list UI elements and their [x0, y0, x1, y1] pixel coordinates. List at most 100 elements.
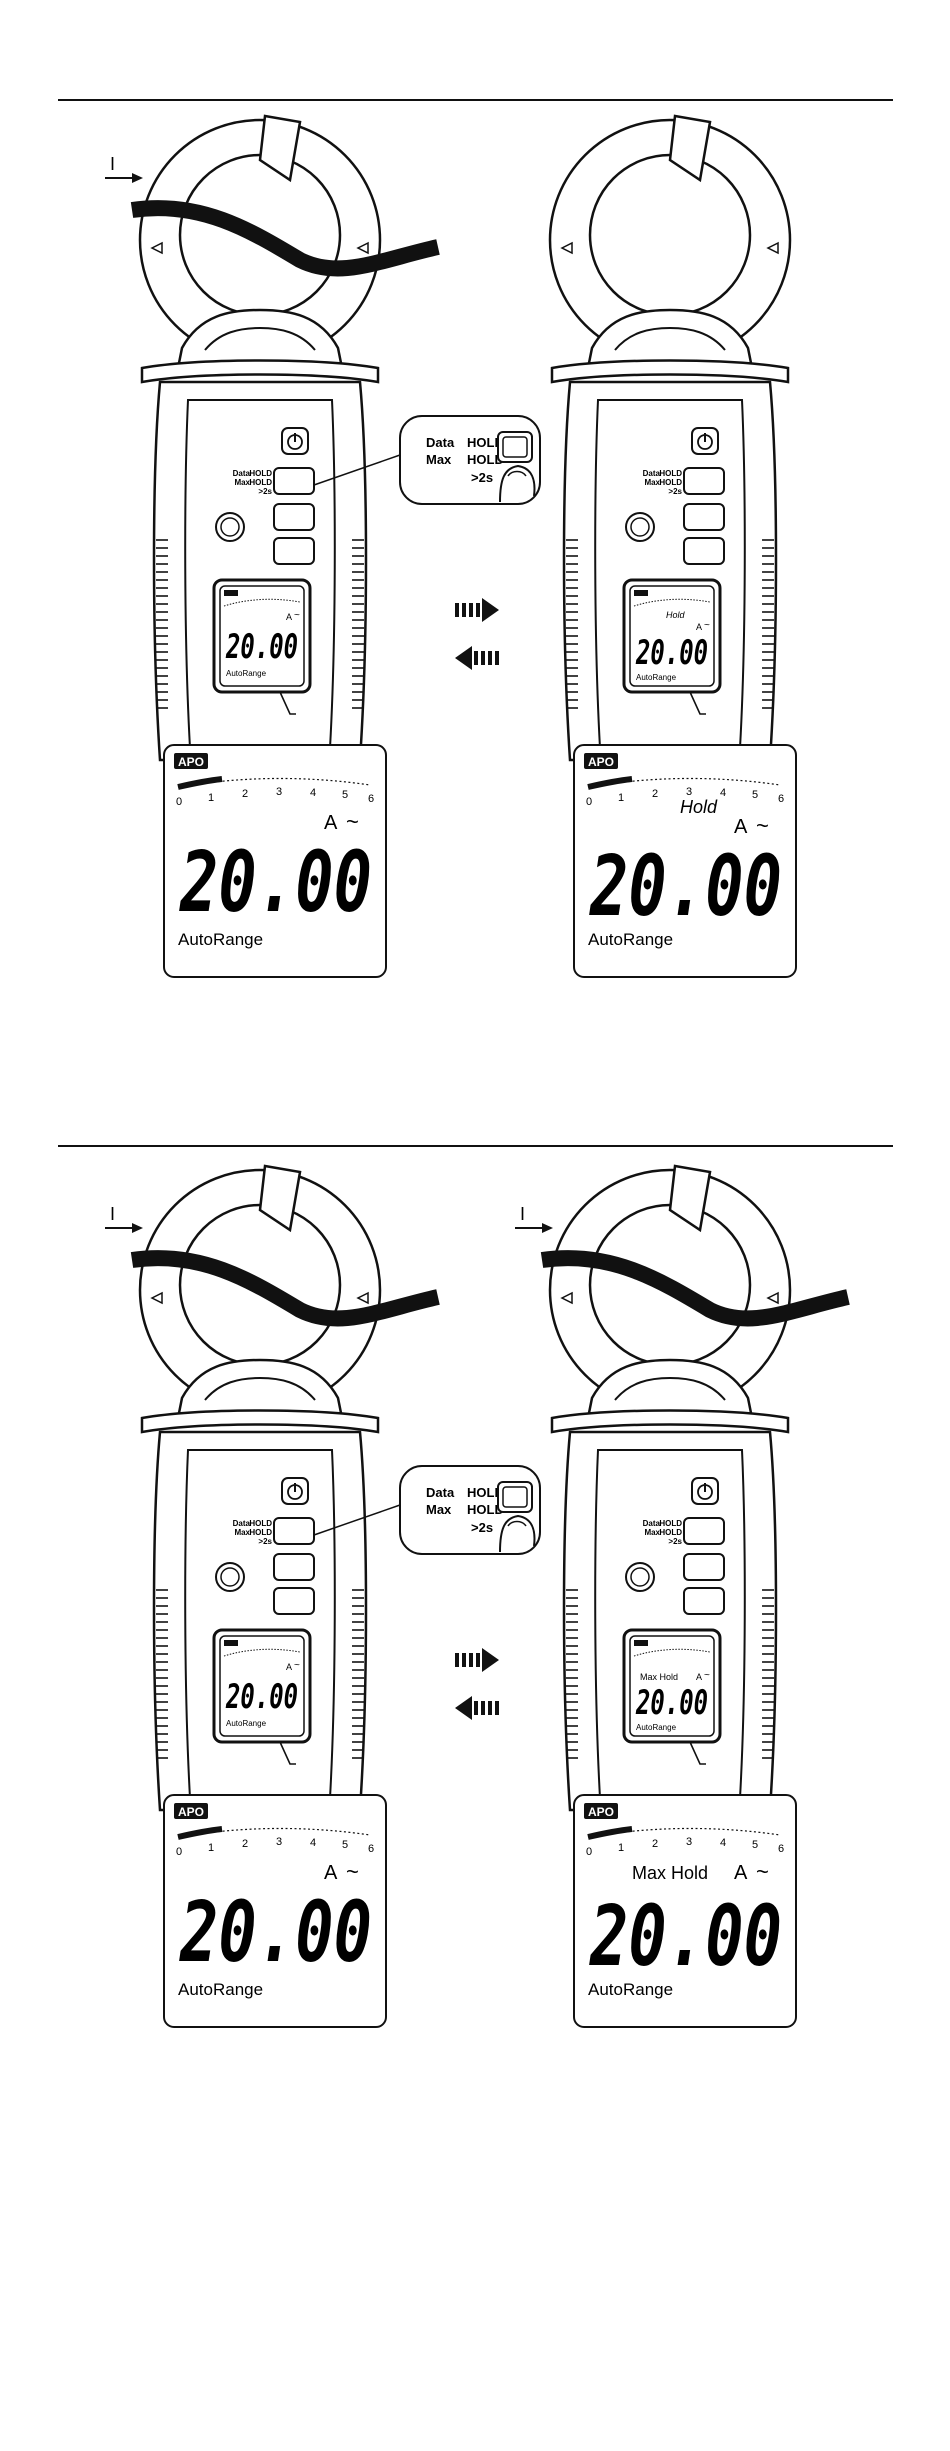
svg-text:3: 3 — [276, 786, 282, 798]
callout-max-label: Max — [426, 1502, 452, 1517]
apo-text: APO — [178, 1805, 204, 1819]
svg-text:Data: Data — [643, 1519, 661, 1528]
lcd-callout-right: APO 0 1 2 3 4 5 6 Hold A ~ 20.00 AutoRan… — [573, 744, 797, 978]
bargraph-scale: 0 1 2 3 4 5 6 — [586, 786, 784, 808]
autorange-label: AutoRange — [588, 1980, 673, 1999]
svg-text:6: 6 — [778, 793, 784, 805]
button-callout: Data HOLD Max HOLD >2s — [313, 415, 541, 505]
hold-label-row1: HOLD — [249, 469, 272, 478]
current-arrow-icon — [105, 173, 143, 183]
mini-lcd: A ~ 20.00 AutoRange — [223, 1640, 301, 1728]
svg-text:4: 4 — [720, 1837, 726, 1849]
button-callout: Data HOLD Max HOLD >2s — [313, 1465, 541, 1555]
mini-lcd-range: AutoRange — [226, 1719, 267, 1728]
svg-text:5: 5 — [752, 789, 758, 801]
hold-label-row3: >2s — [668, 487, 682, 496]
arrow-left-dashed-icon — [455, 1696, 499, 1720]
callout-data-label: Data — [426, 1485, 455, 1500]
svg-text:5: 5 — [342, 1839, 348, 1851]
unit-label: A — [324, 812, 338, 834]
svg-text:A: A — [696, 1672, 702, 1682]
mini-lcd-mode: Hold — [666, 610, 686, 620]
mini-lcd-reading: 20.00 — [225, 1677, 298, 1717]
autorange-label: AutoRange — [588, 930, 673, 949]
hold-label-data: Data — [643, 469, 661, 478]
hold-label-row2: HOLD — [249, 1528, 272, 1537]
current-arrow-icon — [105, 1223, 143, 1233]
mini-lcd-unit: A — [286, 612, 292, 622]
lcd-callout-left: APO 0 1 2 3 4 5 6 A ~ 20.00 AutoRange — [163, 1794, 387, 2028]
unit-label: A — [734, 1862, 748, 1884]
ac-symbol: ~ — [756, 1859, 769, 1884]
ac-symbol: ~ — [346, 1859, 359, 1884]
apo-text: APO — [178, 755, 204, 769]
conductor-cable — [130, 200, 440, 277]
bargraph-scale: 0 1 2 3 4 5 6 — [586, 1836, 784, 1858]
conductor-cable — [540, 1250, 850, 1327]
svg-text:5: 5 — [342, 789, 348, 801]
callout-maxhold-label: HOLD — [467, 1502, 504, 1517]
svg-text:3: 3 — [686, 1836, 692, 1848]
svg-text:3: 3 — [276, 1836, 282, 1848]
svg-text:1: 1 — [618, 792, 624, 804]
bargraph — [177, 1826, 371, 1840]
svg-text:2: 2 — [242, 788, 248, 800]
lcd-callout-right: APO 0 1 2 3 4 5 6 Max Hold A ~ 20.00 Aut… — [573, 1794, 797, 2028]
svg-text:Data: Data — [233, 469, 251, 478]
bargraph — [587, 776, 781, 790]
svg-text:6: 6 — [778, 1843, 784, 1855]
mini-lcd: A ~ 20.00 AutoRange — [223, 590, 301, 678]
mini-lcd-reading: 20.00 — [635, 1683, 708, 1723]
reading-digits: 20.00 — [178, 1883, 372, 1981]
hold-label-row2: HOLD — [659, 1528, 682, 1537]
svg-text:4: 4 — [310, 787, 316, 799]
reading-digits: 20.00 — [178, 833, 372, 931]
callout-hold-label: HOLD — [467, 435, 504, 450]
mini-lcd-ac: ~ — [704, 620, 710, 631]
reading-digits: 20.00 — [588, 837, 782, 935]
arrow-left-dashed-icon — [455, 646, 499, 670]
hold-label-row3: >2s — [258, 487, 272, 496]
mini-lcd-reading: 20.00 — [225, 627, 298, 667]
unit-label: A — [324, 1862, 338, 1884]
svg-text:~: ~ — [704, 1670, 710, 1681]
arrow-right-dashed-icon — [455, 1648, 499, 1672]
current-label: I — [520, 1204, 525, 1224]
ac-symbol: ~ — [346, 809, 359, 834]
hold-label-row1: HOLD — [659, 1519, 682, 1528]
max-hold-indicator: Max Hold — [632, 1863, 708, 1883]
hold-label-row3: >2s — [668, 1537, 682, 1546]
reading-digits: 20.00 — [588, 1887, 782, 1985]
hold-button-label: Data Max — [233, 469, 251, 487]
svg-text:0: 0 — [176, 796, 182, 808]
svg-text:0: 0 — [586, 796, 592, 808]
clamp-meter-left: I Data Max HOLD HOLD >2s Data HOLD Max H… — [105, 114, 541, 762]
svg-text:~: ~ — [294, 1660, 300, 1671]
bargraph-scale: 0 1 2 3 4 5 6 — [176, 1836, 374, 1858]
hold-label-row3: >2s — [258, 1537, 272, 1546]
callout-data-label: Data — [426, 435, 455, 450]
current-label: I — [110, 1204, 115, 1224]
mini-lcd-reading: 20.00 — [635, 633, 708, 673]
svg-text:6: 6 — [368, 1843, 374, 1855]
svg-text:2: 2 — [652, 788, 658, 800]
autorange-label: AutoRange — [178, 930, 263, 949]
mini-lcd-range: AutoRange — [636, 1723, 677, 1732]
clamp-meter-right: Data Max HOLD HOLD >2s Hold A ~ 20.00 Au… — [548, 114, 792, 762]
callout-maxhold-label: HOLD — [467, 452, 504, 467]
clamp-meter-right: I Data Max HOLD HOLD >2s Max Hold A ~ 20… — [515, 1164, 850, 1812]
svg-text:0: 0 — [176, 1846, 182, 1858]
mini-lcd-ac: ~ — [294, 610, 300, 621]
mini-lcd: Hold A ~ 20.00 AutoRange — [633, 590, 711, 682]
lcd-callout-left: APO 0 1 2 3 4 5 6 A ~ 20.00 AutoRange — [163, 744, 387, 978]
apo-badge — [174, 1803, 208, 1819]
callout-time-label: >2s — [471, 470, 493, 485]
svg-text:Max: Max — [644, 1528, 660, 1537]
mini-lcd-range: AutoRange — [636, 673, 677, 682]
apo-badge — [584, 1803, 618, 1819]
callout-max-label: Max — [426, 452, 452, 467]
bargraph — [587, 1826, 781, 1840]
mini-lcd: Max Hold A ~ 20.00 AutoRange — [633, 1640, 711, 1732]
